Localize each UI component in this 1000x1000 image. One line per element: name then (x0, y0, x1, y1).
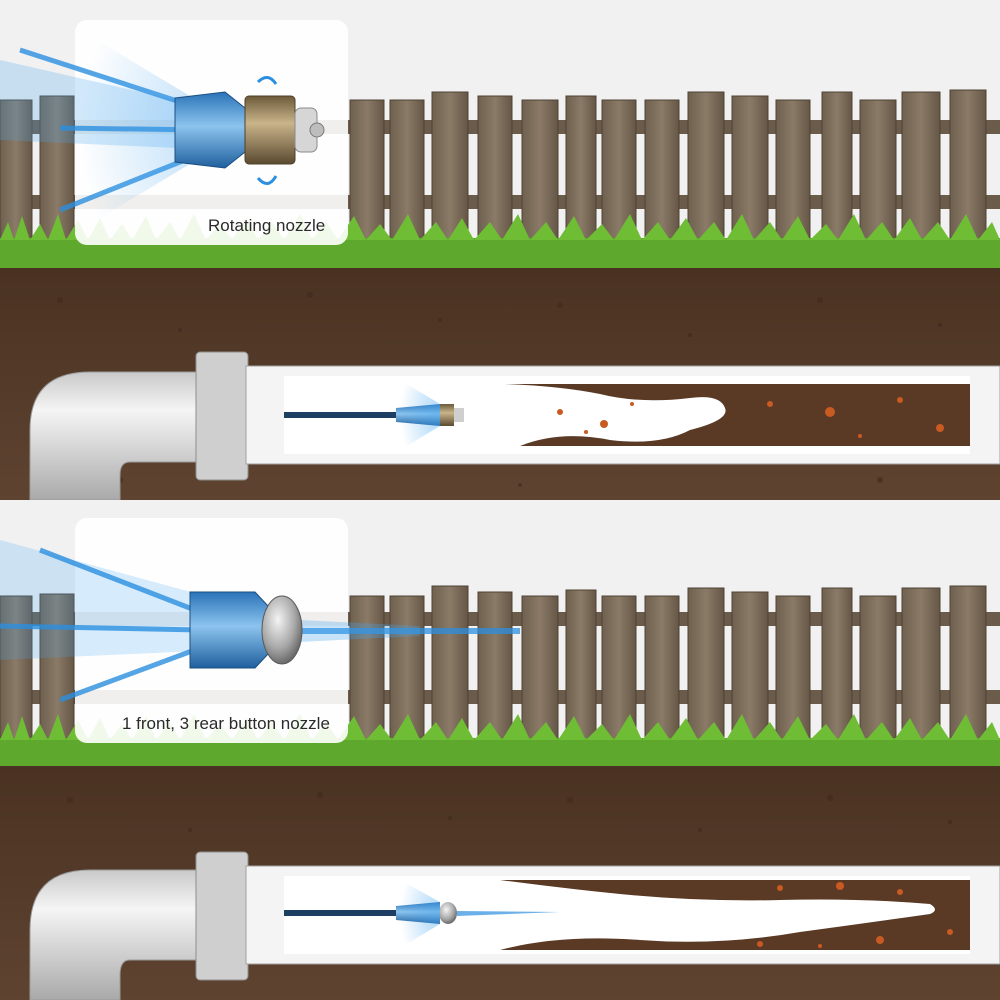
rotation-arrow-icon (256, 76, 278, 85)
clog-debris (505, 384, 970, 446)
debris-spots (757, 882, 953, 948)
drain-pipe (29, 851, 1000, 1000)
callout-card (0, 518, 520, 743)
drain-pipe (29, 351, 1000, 500)
clog-debris (500, 880, 970, 950)
callout-card (0, 20, 348, 245)
panel-button-nozzle: 1 front, 3 rear button nozzle (0, 500, 1000, 1000)
scene-illustration (0, 20, 1000, 500)
debris-spots (557, 397, 944, 438)
nozzle-caption: 1 front, 3 rear button nozzle (122, 714, 330, 733)
soil-texture (67, 792, 952, 832)
rotation-arrow-icon (256, 175, 278, 185)
scene-illustration (0, 518, 1000, 1000)
panel-rotating-nozzle: Rotating nozzle (0, 20, 1000, 500)
nozzle-caption: Rotating nozzle (208, 216, 326, 235)
